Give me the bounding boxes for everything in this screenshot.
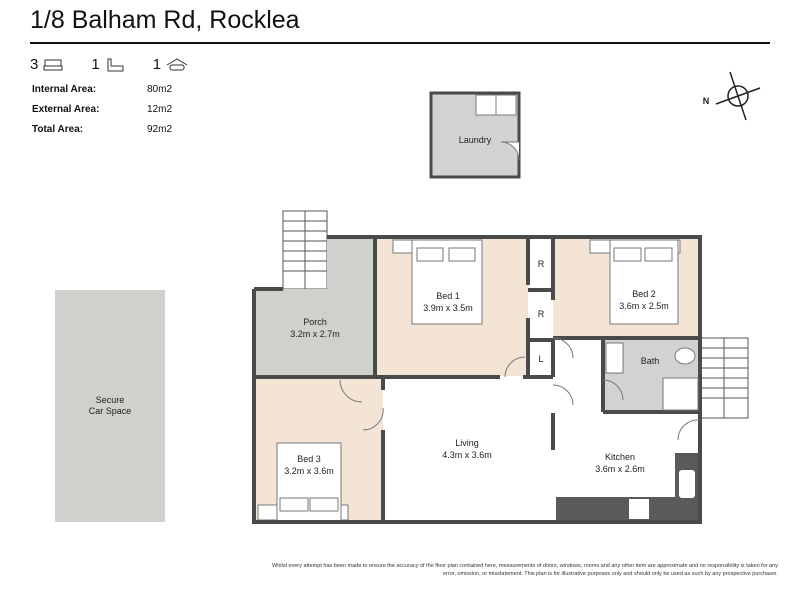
room-name: Secure (96, 395, 125, 405)
disclaimer-text: Whilst every attempt has been made to en… (272, 563, 778, 577)
area-label: External Area: (32, 104, 100, 115)
kitchen-counter (556, 453, 700, 521)
room-dimensions: 3.2m x 2.7m (290, 329, 340, 339)
area-value: 12m2 (147, 104, 173, 115)
car-space-count: 1 (153, 56, 188, 73)
room-name: Bed 2 (632, 289, 656, 299)
room-dimensions: 3.6m x 2.6m (595, 464, 645, 474)
car-space-count-value: 1 (152, 56, 162, 73)
area-summary: Internal Area: 80m2 External Area: 12m2 To… (32, 84, 172, 144)
walls (252, 235, 702, 524)
stairs-porch (282, 210, 328, 290)
room-name: Porch (303, 317, 327, 327)
bed-furniture (257, 239, 681, 522)
stairs-kitchen (699, 337, 749, 419)
room-car-space: Secure Car Space (55, 290, 165, 522)
bedroom-count-value: 3 (30, 56, 39, 73)
room-dimensions: 3.9m x 3.5m (423, 303, 473, 313)
compass-icon: N (703, 71, 761, 121)
bathroom-count: 1 (91, 56, 124, 73)
bath-fixtures (605, 342, 699, 411)
bathroom-count-value: 1 (91, 56, 100, 73)
room-name: Kitchen (605, 452, 635, 462)
page-title: 1/8 Balham Rd, Rocklea (30, 6, 300, 34)
area-label: Internal Area: (32, 84, 97, 95)
car-icon (166, 57, 188, 70)
room-name: Laundry (459, 135, 492, 145)
bath-icon (107, 58, 124, 71)
area-value: 80m2 (147, 84, 173, 95)
area-label: Total Area: (32, 124, 84, 135)
room-name: R (538, 309, 545, 319)
room-name: Bath (641, 356, 660, 366)
doors (339, 337, 701, 441)
room-laundry: Laundry (429, 91, 521, 179)
porch-floor (255, 289, 375, 376)
room-name: Car Space (89, 406, 132, 416)
room-name: Living (455, 438, 479, 448)
area-row-internal: Internal Area: 80m2 (32, 84, 172, 104)
room-name: Bed 3 (297, 454, 321, 464)
room-name: L (538, 354, 543, 364)
area-row-total: Total Area: 92m2 (32, 124, 172, 144)
room-name: R (538, 259, 545, 269)
compass-north-label: N (703, 96, 710, 106)
bed-icon (43, 59, 63, 70)
room-dimensions: 4.3m x 3.6m (442, 450, 492, 460)
room-dimensions: 3.2m x 3.6m (284, 466, 334, 476)
porch-floor (327, 239, 375, 289)
area-row-external: External Area: 12m2 (32, 104, 172, 124)
area-value: 92m2 (147, 124, 173, 135)
feature-summary: 3 1 1 (30, 56, 202, 73)
bedroom-count: 3 (30, 56, 63, 73)
room-name: Bed 1 (436, 291, 460, 301)
room-dimensions: 3.6m x 2.5m (619, 301, 669, 311)
title-divider (30, 42, 770, 44)
